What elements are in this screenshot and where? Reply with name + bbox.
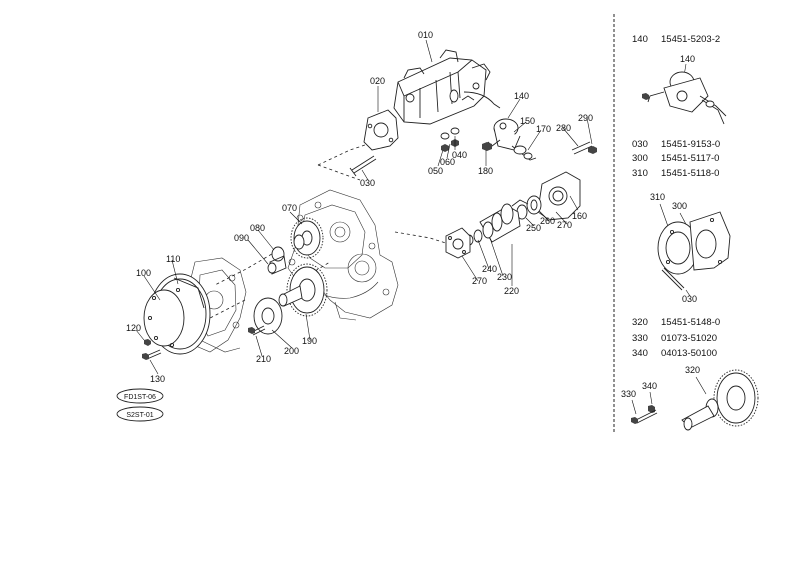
callout-120: 120 <box>126 323 141 333</box>
model-code-2: S2ST-01 <box>126 412 153 419</box>
parts-number-140: 15451-5203-2 <box>661 34 720 45</box>
parts-no-140: 140 <box>632 34 648 45</box>
pump-nuts-washers <box>440 127 460 152</box>
callout-270-left: 270 <box>472 276 487 286</box>
callout-090: 090 <box>234 233 249 243</box>
callout-250: 250 <box>526 223 541 233</box>
callout-170: 170 <box>536 124 551 134</box>
plate-bolt <box>248 325 266 336</box>
callout-010: 010 <box>418 30 433 40</box>
push-rod <box>571 141 597 155</box>
callout-190: 190 <box>302 336 317 346</box>
cover-bolt <box>142 339 162 360</box>
callout-070: 070 <box>282 203 297 213</box>
parts-no-340: 340 <box>632 348 648 359</box>
parts-number-030: 15451-9153-0 <box>661 139 720 150</box>
pump-gasket <box>363 109 399 151</box>
callout-080: 080 <box>250 223 265 233</box>
callout-labels: 010 020 030 040 050 060 070 080 090 100 … <box>126 30 593 384</box>
inset-callout-320: 320 <box>685 365 700 375</box>
gear-case-housing <box>169 189 399 353</box>
gear-case-cover <box>143 273 211 355</box>
callout-040: 040 <box>452 150 467 160</box>
parts-no-320: 320 <box>632 317 648 328</box>
callout-110: 110 <box>166 254 180 264</box>
callout-020: 020 <box>370 76 385 86</box>
pump-stud <box>349 155 377 177</box>
callout-140: 140 <box>514 91 529 101</box>
parts-no-310: 310 <box>632 168 648 179</box>
governor-cover <box>516 171 581 221</box>
callout-240: 240 <box>482 264 497 274</box>
callout-160: 160 <box>572 211 587 221</box>
parts-no-030: 030 <box>632 139 648 150</box>
inset-cover-gasket: 310 300 030 <box>650 192 731 304</box>
callout-210: 210 <box>256 354 271 364</box>
injection-pump-assembly <box>393 49 501 125</box>
callout-220: 220 <box>504 286 519 296</box>
camshaft-assembly <box>445 199 529 259</box>
model-code-1: FD1ST-06 <box>124 394 156 401</box>
parts-number-310: 15451-5118-0 <box>661 168 719 179</box>
parts-no-300: 300 <box>632 153 648 164</box>
callout-060: 060 <box>440 157 455 167</box>
assembly-guide-lines <box>209 139 456 319</box>
parts-number-340: 04013-50100 <box>661 348 717 359</box>
callout-230: 230 <box>497 272 512 282</box>
callout-100: 100 <box>136 268 151 278</box>
callout-270-right: 270 <box>557 220 572 230</box>
parts-no-330: 330 <box>632 333 648 344</box>
idler-shaft <box>267 246 287 275</box>
inset-callout-310: 310 <box>650 192 665 202</box>
callout-050: 050 <box>428 166 443 176</box>
inset-callout-340: 340 <box>642 381 657 391</box>
callout-150: 150 <box>520 116 535 126</box>
feed-pump <box>487 118 537 161</box>
parts-list: 140 15451-5203-2 030 15451-9153-0 300 15… <box>632 34 720 359</box>
feed-pump-washer <box>482 142 492 151</box>
leader-lines <box>135 39 593 375</box>
inset-callout-300: 300 <box>672 201 687 211</box>
cam-gear <box>278 263 328 317</box>
parts-number-330: 01073-51020 <box>661 333 717 344</box>
callout-200: 200 <box>284 346 299 356</box>
callout-030: 030 <box>360 178 375 188</box>
callout-290: 290 <box>578 113 593 123</box>
inset-callout-330: 330 <box>621 389 636 399</box>
callout-130: 130 <box>150 374 165 384</box>
inset-callout-140: 140 <box>680 54 695 64</box>
inset-gear: 320 330 340 <box>621 365 759 431</box>
parts-number-320: 15451-5148-0 <box>661 317 720 328</box>
callout-180: 180 <box>478 166 493 176</box>
thrust-plate <box>253 297 283 335</box>
callout-260: 260 <box>540 216 555 226</box>
inset-callout-030: 030 <box>682 294 697 304</box>
inset-feed-pump: 140 <box>642 54 727 125</box>
callout-280: 280 <box>556 123 571 133</box>
idler-gear <box>290 217 324 259</box>
parts-number-300: 15451-5117-0 <box>661 153 719 164</box>
model-code-badges: FD1ST-06 S2ST-01 <box>116 388 164 422</box>
